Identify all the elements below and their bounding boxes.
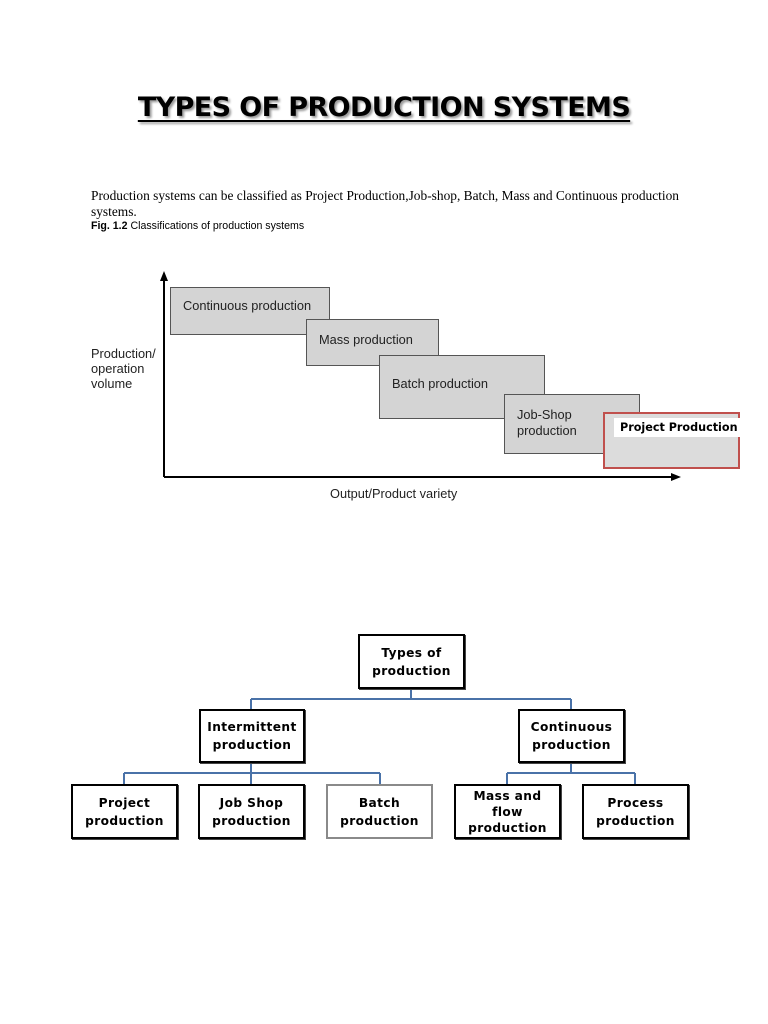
- node-types-of-production: Types of production: [358, 634, 465, 689]
- figure-caption: Fig. 1.2 Classifications of production s…: [91, 220, 304, 232]
- node-mass-and-flow-production: Mass and flow production: [454, 784, 561, 839]
- figure-caption-text: Classifications of production systems: [130, 220, 305, 232]
- intro-paragraph: Production systems can be classified as …: [91, 188, 679, 219]
- page-title: TYPES OF PRODUCTION SYSTEMS: [137, 92, 631, 123]
- x-axis-label: Output/Product variety: [330, 486, 458, 501]
- step-continuous-production: Continuous production: [170, 287, 330, 335]
- node-job-shop-production: Job Shop production: [198, 784, 305, 839]
- node-batch-production: Batch production: [326, 784, 433, 839]
- step-project-production-label: Project Production: [614, 418, 746, 437]
- figure-caption-label: Fig. 1.2: [91, 220, 128, 232]
- node-project-production: Project production: [71, 784, 178, 839]
- y-axis-label-text: Production/ operation volume: [91, 346, 156, 391]
- node-intermittent-production: Intermittent production: [199, 709, 305, 763]
- y-axis-label: Production/ operation volume: [91, 346, 156, 391]
- step-project-production: Project Production: [603, 412, 746, 469]
- node-continuous-production: Continuous production: [518, 709, 625, 763]
- node-process-production: Process production: [582, 784, 689, 839]
